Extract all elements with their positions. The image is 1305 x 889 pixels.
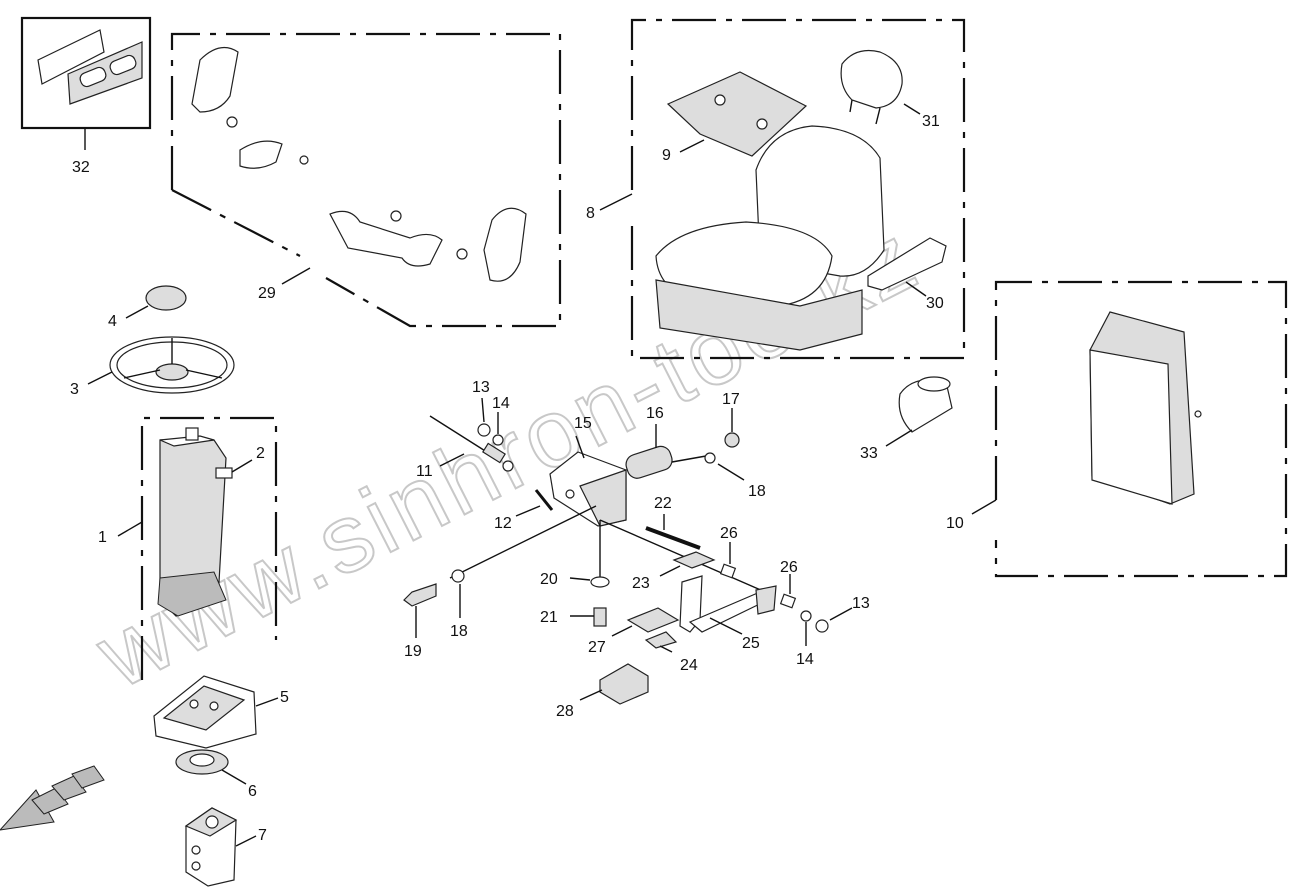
callout-14b: 14 xyxy=(796,651,814,668)
callout-3: 3 xyxy=(70,381,79,398)
forward-arrow-icon xyxy=(0,765,105,831)
group-8-box xyxy=(599,18,966,360)
callout-10: 10 xyxy=(946,515,964,532)
callout-33: 33 xyxy=(860,445,878,462)
group-1-box xyxy=(117,416,278,680)
callout-11: 11 xyxy=(416,463,433,480)
callout-26b: 26 xyxy=(780,559,798,576)
callout-24: 24 xyxy=(680,657,698,674)
callout-2: 2 xyxy=(256,445,265,462)
callout-1: 1 xyxy=(98,529,107,546)
callout-19: 19 xyxy=(404,643,422,660)
callout-26a: 26 xyxy=(720,525,738,542)
callout-labels: 1 2 3 4 5 6 7 8 9 10 11 12 13 13 14 14 1… xyxy=(70,113,964,844)
callout-12: 12 xyxy=(494,515,512,532)
callout-7: 7 xyxy=(258,827,267,844)
callout-25: 25 xyxy=(742,635,760,652)
callout-18a: 18 xyxy=(748,483,766,500)
callout-21: 21 xyxy=(540,609,558,626)
callout-6: 6 xyxy=(248,783,257,800)
callout-4: 4 xyxy=(108,313,117,330)
callout-29: 29 xyxy=(258,285,276,302)
group-29-box xyxy=(170,32,562,328)
callout-5: 5 xyxy=(280,689,289,706)
part-5-plate xyxy=(153,675,279,749)
part-6-flange xyxy=(175,749,247,785)
callout-27: 27 xyxy=(588,639,606,656)
callout-23: 23 xyxy=(632,575,650,592)
pedal-linkage-assembly xyxy=(403,397,853,705)
group-10-box xyxy=(971,280,1288,578)
group-32-box xyxy=(20,16,152,150)
callout-28: 28 xyxy=(556,703,574,720)
callout-8: 8 xyxy=(586,205,595,222)
callout-31: 31 xyxy=(922,113,940,130)
callout-14a: 14 xyxy=(492,395,510,412)
part-33-cup-holder xyxy=(885,376,953,447)
callout-13b: 13 xyxy=(852,595,870,612)
callout-16: 16 xyxy=(646,405,664,422)
callout-15: 15 xyxy=(574,415,592,432)
callout-13a: 13 xyxy=(472,379,490,396)
callout-18b: 18 xyxy=(450,623,468,640)
part-7-valve xyxy=(184,807,257,887)
callout-32: 32 xyxy=(72,159,90,176)
callout-17: 17 xyxy=(722,391,740,408)
callout-9: 9 xyxy=(662,147,671,164)
callout-20: 20 xyxy=(540,571,558,588)
callout-22: 22 xyxy=(654,495,672,512)
part-3-steering-wheel xyxy=(87,336,235,394)
callout-30: 30 xyxy=(926,295,944,312)
part-4-cap xyxy=(125,285,187,319)
